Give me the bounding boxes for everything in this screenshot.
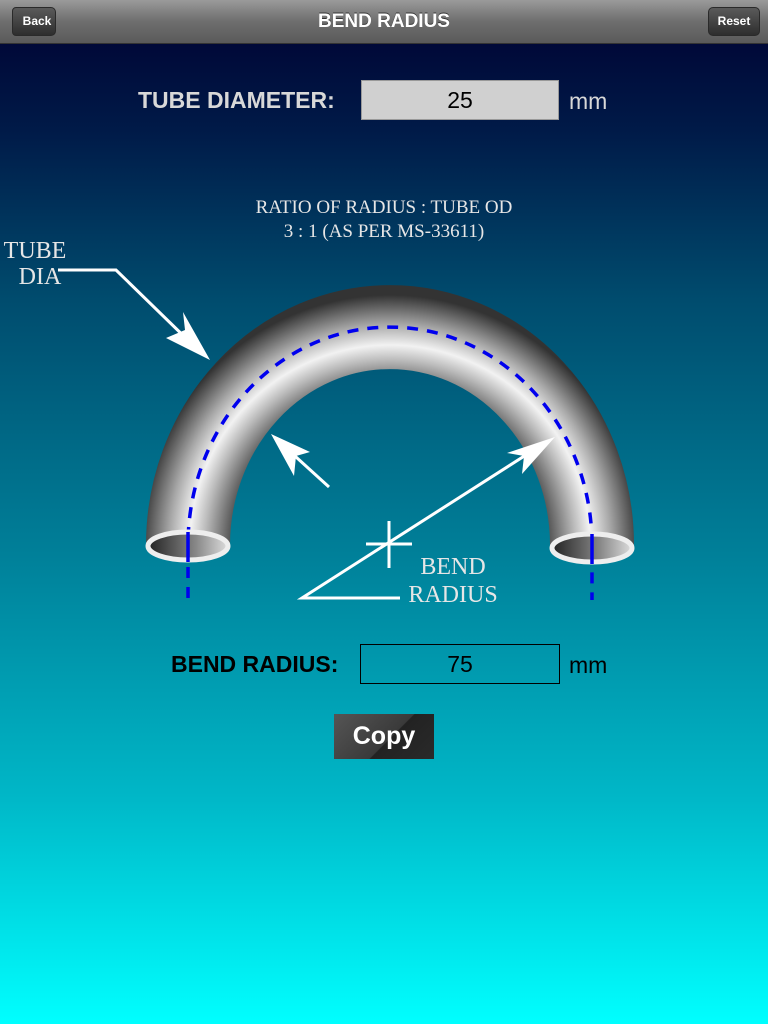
bend-radius-output: 75 <box>360 644 560 684</box>
ratio-line-1: RATIO OF RADIUS : TUBE OD <box>255 197 513 218</box>
bend-label-line2: RADIUS <box>408 582 498 608</box>
ratio-line-2: 3 : 1 (AS PER MS-33611) <box>283 221 485 242</box>
reset-button[interactable]: Reset <box>708 7 760 36</box>
tube-dia-label-line1: TUBE <box>3 238 67 264</box>
arrowhead-radius <box>507 437 555 474</box>
arrowhead-inner <box>271 434 310 476</box>
copy-button[interactable]: Copy <box>334 714 434 759</box>
tube-arc <box>146 285 634 546</box>
tube-dia-label-line2: DIA <box>18 264 62 290</box>
bend-label-line1: BEND <box>420 554 486 580</box>
tube-diameter-label: TUBE DIAMETER: <box>138 87 335 113</box>
arrowhead-tube-dia <box>166 312 210 360</box>
bend-radius-label: BEND RADIUS: <box>171 651 339 677</box>
tube-diameter-input[interactable]: 25 <box>361 80 559 120</box>
back-button[interactable]: Back <box>12 7 56 36</box>
bend-radius-arrow <box>296 444 541 600</box>
bend-radius-unit: mm <box>569 652 608 678</box>
page-title: BEND RADIUS <box>318 11 450 32</box>
tube-diameter-unit: mm <box>569 88 608 114</box>
centerline-dashed <box>186 325 594 600</box>
nav-bar: Back BEND RADIUS Reset <box>0 0 768 44</box>
tube-dia-arrow <box>58 268 198 350</box>
